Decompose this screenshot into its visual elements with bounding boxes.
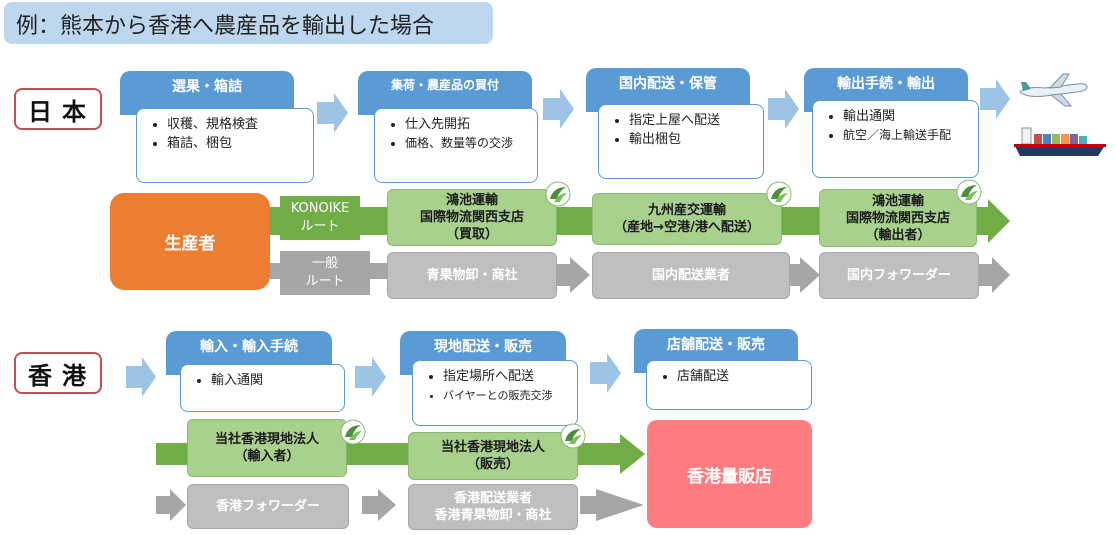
flow-arrow (355, 357, 386, 397)
leaf-logo-icon (956, 179, 982, 205)
flow-arrow (543, 89, 574, 129)
producer-box: 生産者 (110, 193, 270, 290)
step-item: 箱詰、梱包 (167, 134, 305, 153)
step-details: 指定場所へ配送バイヤーとの販売交渉 (412, 360, 578, 426)
leaf-logo-icon (560, 423, 586, 449)
general-company-box: 国内配送業者 (592, 252, 790, 299)
leaf-logo-icon (340, 419, 366, 445)
step-item: 輸出通関 (843, 107, 970, 126)
flow-arrow (317, 93, 348, 133)
step-item: 店舗配送 (677, 367, 803, 386)
konoike-company-box: 九州産交運輸 （産地→空港/港へ配送） (592, 193, 782, 245)
gray-arrow (785, 257, 820, 293)
step-header: 選果・箱詰 (120, 71, 294, 115)
step-item: 輸出梱包 (629, 130, 755, 149)
flow-arrow (768, 89, 799, 129)
konoike-route-arrowhead (988, 199, 1010, 243)
route-label-konoike: KONOIKE ルート (280, 196, 360, 240)
hk-company-box: 当社香港現地法人 （販売） (408, 432, 578, 480)
step-item: 収穫、規格検査 (167, 115, 305, 134)
hk-company-box: 当社香港現地法人 （輸入者） (187, 419, 347, 477)
flow-arrow (980, 79, 1010, 119)
step-details: 収穫、規格検査箱詰、梱包 (136, 108, 314, 183)
country-label-hongkong: 香港 (14, 352, 102, 394)
gray-arrow (362, 489, 396, 521)
gray-arrow (156, 489, 186, 521)
airplane-icon (1019, 73, 1088, 107)
step-details: 指定上屋へ配送輸出梱包 (598, 104, 764, 179)
gray-arrow (556, 257, 590, 293)
hk-route-arrowhead (620, 434, 645, 474)
page-title: 例：熊本から香港へ農産品を輸出した場合 (4, 2, 493, 44)
step-item: 航空／海上輸送手配 (843, 126, 970, 145)
step-item: 仕入先開拓 (405, 115, 529, 134)
leaf-logo-icon (545, 181, 571, 207)
leaf-logo-icon (766, 181, 792, 207)
konoike-company-box: 鴻池運輸 国際物流関西支店 （買取） (387, 189, 557, 246)
general-company-box: 国内フォワーダー (819, 252, 979, 299)
flow-arrow (126, 357, 156, 397)
step-item: 価格、数量等の交渉 (405, 134, 529, 153)
step-item: 指定上屋へ配送 (629, 111, 755, 130)
step-item: バイヤーとの販売交渉 (443, 386, 569, 405)
step-details: 輸出通関航空／海上輸送手配 (812, 100, 979, 178)
general-company-box: 青果物卸・商社 (387, 252, 557, 299)
step-item: 輸入通関 (211, 371, 336, 390)
retailer-box: 香港量販店 (647, 420, 812, 528)
step-header: 集荷・農産品の買付 (358, 71, 532, 115)
hk-gray-box: 香港配送業者 香港青果物卸・商社 (408, 484, 578, 530)
route-label-general: 一般 ルート (280, 251, 370, 295)
konoike-company-box: 鴻池運輸 国際物流関西支店 （輸出者） (819, 189, 977, 247)
gray-arrow (978, 257, 1010, 293)
step-details: 店舗配送 (646, 360, 812, 410)
country-label-japan: 日本 (14, 88, 102, 130)
step-details: 仕入先開拓価格、数量等の交渉 (374, 108, 538, 183)
step-item: 指定場所へ配送 (443, 367, 569, 386)
gray-arrow (580, 489, 644, 521)
cargo-ship-icon (1014, 127, 1106, 156)
hk-gray-box: 香港フォワーダー (187, 484, 349, 529)
flow-arrow (590, 353, 621, 393)
step-details: 輸入通関 (180, 364, 345, 412)
